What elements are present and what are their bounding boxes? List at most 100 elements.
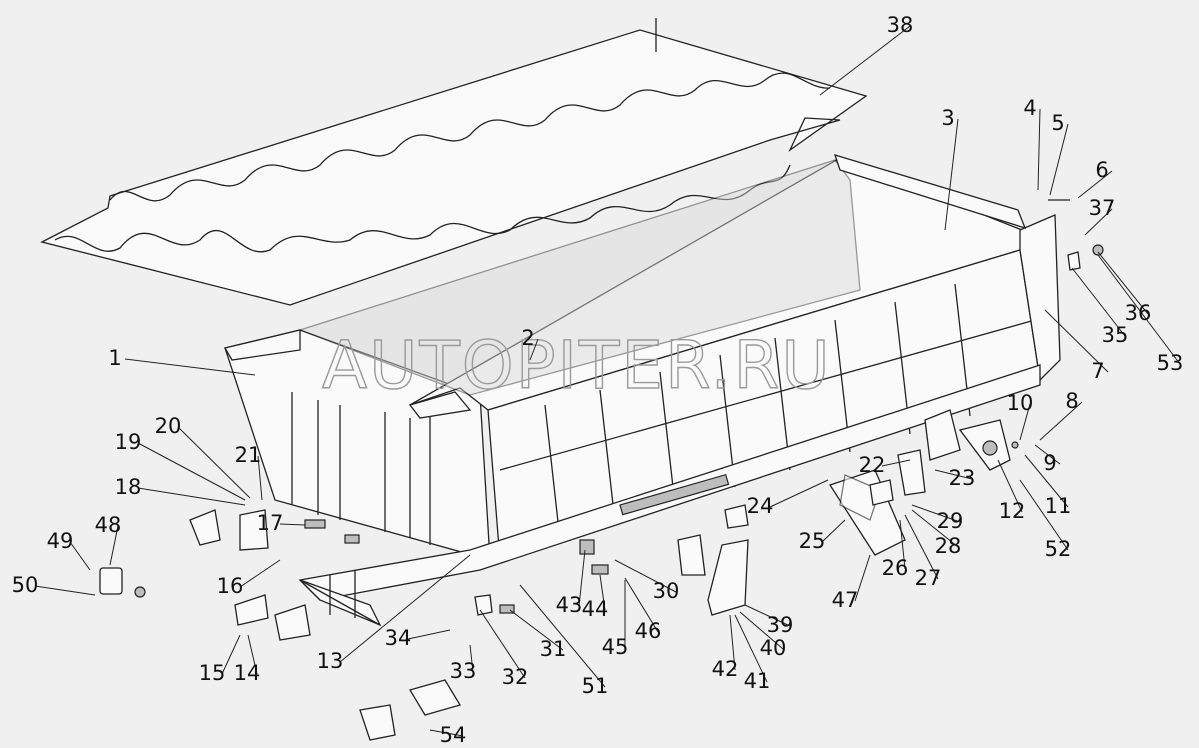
- leader-line-2: [529, 338, 539, 361]
- callout-17: 17: [257, 511, 284, 535]
- callout-4: 4: [1023, 96, 1036, 120]
- leader-line-51: [519, 584, 606, 688]
- callout-53: 53: [1157, 351, 1184, 375]
- leader-line-29: [911, 504, 961, 523]
- callout-30: 30: [653, 579, 680, 603]
- leader-line-7: [1044, 309, 1109, 373]
- leader-line-49: [69, 541, 91, 571]
- callout-23: 23: [949, 466, 976, 490]
- callout-20: 20: [155, 414, 182, 438]
- leader-line-43: [578, 549, 586, 607]
- leader-line-48: [109, 525, 119, 566]
- callout-2: 2: [521, 326, 534, 350]
- leader-line-20: [177, 426, 251, 499]
- leader-line-12: [997, 459, 1023, 513]
- callout-38: 38: [887, 13, 914, 37]
- leader-line-38: [819, 25, 911, 96]
- callout-34: 34: [385, 626, 412, 650]
- leader-line-32: [479, 609, 526, 679]
- callout-27: 27: [915, 566, 942, 590]
- callout-9: 9: [1043, 451, 1056, 475]
- leader-line-1: [124, 358, 256, 376]
- callout-31: 31: [540, 637, 567, 661]
- leader-line-37: [1084, 208, 1113, 236]
- leader-line-25: [821, 519, 846, 543]
- dump-body: [223, 154, 1061, 561]
- leader-line-4: [1037, 108, 1041, 191]
- callout-10: 10: [1007, 391, 1034, 415]
- callout-35: 35: [1102, 323, 1129, 347]
- callout-3: 3: [941, 106, 954, 130]
- leader-line-47: [854, 554, 871, 602]
- leader-line-31: [509, 609, 564, 651]
- leader-line-33: [469, 644, 474, 673]
- callout-49: 49: [47, 529, 74, 553]
- callout-21: 21: [235, 443, 262, 467]
- callout-5: 5: [1051, 111, 1064, 135]
- leader-line-6: [1077, 170, 1113, 199]
- leader-line-54: [429, 729, 464, 737]
- callout-8: 8: [1065, 389, 1078, 413]
- leader-line-27: [904, 514, 939, 580]
- leader-line-15: [221, 634, 241, 675]
- callout-41: 41: [744, 669, 771, 693]
- callout-11: 11: [1045, 494, 1072, 518]
- leader-line-44: [599, 574, 606, 611]
- callout-1: 1: [108, 346, 121, 370]
- leader-line-30: [614, 559, 677, 593]
- callout-37: 37: [1089, 196, 1116, 220]
- leader-line-18: [137, 487, 246, 506]
- callout-26: 26: [882, 556, 909, 580]
- leader-line-26: [899, 519, 906, 570]
- callout-44: 44: [582, 597, 609, 621]
- callout-33: 33: [450, 659, 477, 683]
- leader-line-53: [1097, 254, 1181, 365]
- callout-54: 54: [440, 723, 467, 747]
- callout-51: 51: [582, 674, 609, 698]
- callout-47: 47: [832, 588, 859, 612]
- leader-line-46: [624, 577, 659, 633]
- tarpaulin-cover: [40, 18, 868, 306]
- callout-22: 22: [859, 453, 886, 477]
- leader-line-10: [1019, 403, 1031, 441]
- callout-12: 12: [999, 499, 1026, 523]
- leader-line-50: [34, 585, 96, 596]
- callout-52: 52: [1045, 537, 1072, 561]
- leader-line-9: [1034, 444, 1061, 465]
- leader-line-24: [769, 479, 829, 508]
- callout-16: 16: [217, 574, 244, 598]
- leader-line-13: [339, 554, 471, 663]
- leader-line-42: [729, 614, 736, 671]
- callout-40: 40: [760, 636, 787, 660]
- callout-45: 45: [602, 635, 629, 659]
- leader-line-8: [1039, 401, 1083, 441]
- callout-48: 48: [95, 513, 122, 537]
- callout-50: 50: [12, 573, 39, 597]
- callout-14: 14: [234, 661, 261, 685]
- leader-line-16: [239, 559, 281, 588]
- leader-line-5: [1049, 123, 1069, 196]
- leader-line-28: [911, 509, 959, 548]
- leader-line-21: [257, 455, 263, 501]
- subframe: [298, 364, 1041, 627]
- callout-13: 13: [317, 649, 344, 673]
- leader-line-35: [1071, 267, 1126, 337]
- leader-line-14: [247, 634, 258, 675]
- leader-line-41: [734, 614, 768, 683]
- callout-42: 42: [712, 657, 739, 681]
- leader-lines: [34, 25, 1181, 737]
- callout-7: 7: [1091, 359, 1104, 383]
- callout-6: 6: [1095, 158, 1108, 182]
- callout-28: 28: [935, 534, 962, 558]
- leader-line-39: [744, 604, 791, 627]
- leader-line-17: [279, 523, 306, 526]
- callout-18: 18: [115, 475, 142, 499]
- callout-36: 36: [1125, 301, 1152, 325]
- leader-line-11: [1024, 454, 1069, 508]
- leader-line-36: [1097, 251, 1149, 315]
- callout-24: 24: [747, 494, 774, 518]
- leader-line-3: [944, 118, 959, 231]
